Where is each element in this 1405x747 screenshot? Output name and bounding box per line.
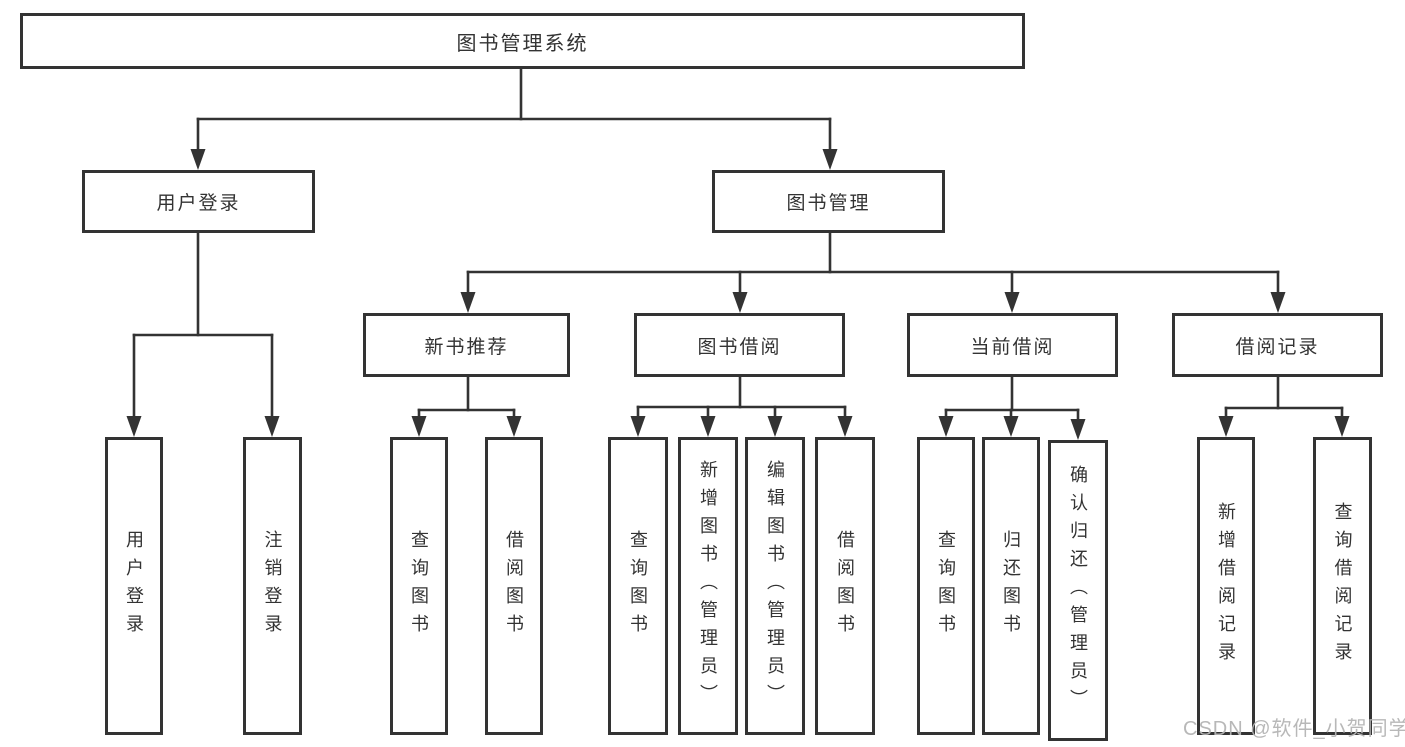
- leaf-label: 查询图书: [409, 530, 429, 642]
- node-library-management-system: 图书管理系统: [20, 13, 1025, 69]
- watermark: CSDN @软件_小贺同学: [1183, 718, 1405, 740]
- leaf-label: 注销登录: [262, 530, 283, 642]
- leaf-search-borrow-record: 查询借阅记录: [1313, 437, 1372, 735]
- leaf-label: 借阅图书: [835, 530, 855, 642]
- leaf-add-borrow-record: 新增借阅记录: [1197, 437, 1255, 735]
- leaf-confirm-return-admin: 确认归还（管理员）: [1048, 440, 1108, 741]
- node-current-borrowing: 当前借阅: [907, 313, 1118, 377]
- leaf-add-books-admin: 新增图书（管理员）: [678, 437, 738, 735]
- leaf-label: 编辑图书（管理员）: [765, 460, 785, 712]
- leaf-label: 确认归还（管理员）: [1068, 464, 1088, 717]
- leaf-label: 借阅图书: [504, 530, 524, 642]
- leaf-label: 查询借阅记录: [1332, 502, 1353, 670]
- leaf-label: 归还图书: [1001, 530, 1021, 642]
- leaf-label: 新增借阅记录: [1216, 502, 1236, 670]
- node-new-book-recommendation: 新书推荐: [363, 313, 570, 377]
- leaf-search-books-recommend: 查询图书: [390, 437, 448, 735]
- leaf-edit-books-admin: 编辑图书（管理员）: [745, 437, 805, 735]
- leaf-borrow-books-recommend: 借阅图书: [485, 437, 543, 735]
- leaf-label: 新增图书（管理员）: [698, 460, 718, 712]
- leaf-search-books-current: 查询图书: [917, 437, 975, 735]
- leaf-label: 查询图书: [628, 530, 648, 642]
- node-book-borrowing: 图书借阅: [634, 313, 845, 377]
- leaf-return-books: 归还图书: [982, 437, 1040, 735]
- node-borrowing-records: 借阅记录: [1172, 313, 1383, 377]
- leaf-label: 查询图书: [936, 530, 956, 642]
- node-user-login: 用户登录: [82, 170, 315, 233]
- leaf-logout: 注销登录: [243, 437, 302, 735]
- leaf-label: 用户登录: [124, 530, 144, 642]
- leaf-borrow-books-borrowing: 借阅图书: [815, 437, 875, 735]
- leaf-search-books-borrowing: 查询图书: [608, 437, 668, 735]
- leaf-user-login: 用户登录: [105, 437, 163, 735]
- node-book-management: 图书管理: [712, 170, 945, 233]
